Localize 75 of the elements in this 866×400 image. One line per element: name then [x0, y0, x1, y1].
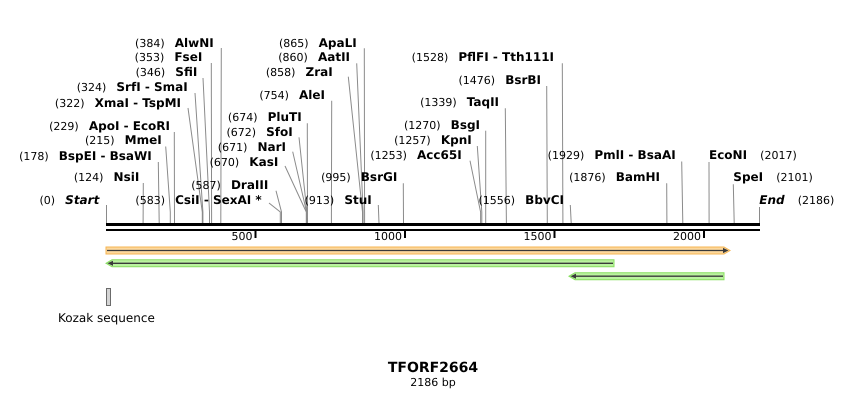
map-title: TFORF2664 — [388, 360, 478, 377]
leader-line — [202, 78, 210, 224]
cut-site-label: (124) NsiI — [74, 168, 140, 185]
leader-line — [348, 76, 363, 224]
leader-line — [210, 62, 212, 224]
cut-site-label: SpeI (2101) — [733, 169, 813, 186]
leader-line — [306, 122, 308, 224]
leader-line — [174, 132, 175, 224]
leader-line — [759, 206, 760, 224]
cut-site-label: (1556) BbvCI — [478, 192, 564, 208]
leader-line — [546, 86, 548, 224]
cut-site-label: (672) SfoI — [226, 124, 293, 140]
leader-line — [470, 160, 482, 224]
scale-label: 1500 — [524, 230, 552, 243]
scale-label: 2000 — [673, 230, 701, 243]
cut-site-label: (384) AlwNI — [135, 34, 214, 51]
leader-line — [158, 162, 160, 224]
leader-line — [276, 190, 282, 224]
leader-line — [298, 136, 308, 224]
leader-line — [666, 182, 668, 224]
scale-label: 500 — [232, 230, 252, 243]
leader-line — [570, 204, 572, 224]
leader-line — [188, 108, 203, 224]
leader-line — [268, 202, 281, 224]
leader-line — [476, 146, 482, 224]
cut-site-label: End (2186) — [759, 192, 834, 208]
scale-label: 1000 — [374, 230, 402, 243]
cut-site-label: (1257) KpnI — [394, 132, 472, 148]
cut-site-label: (322) XmaI - TspMI — [54, 94, 181, 111]
cut-site-label: (1253) Acc65I — [370, 147, 462, 163]
leader-line — [402, 182, 404, 224]
cut-site-label: (671) NarI — [218, 138, 286, 155]
leader-line — [142, 182, 144, 224]
cut-site-label: (215) MmeI — [84, 132, 162, 148]
cut-site-label: (0) Start — [39, 192, 100, 208]
cut-site-label: (1876) BamHI — [569, 169, 660, 186]
leader-line — [364, 48, 366, 224]
cut-site-label: (858) ZraI — [266, 64, 333, 80]
cut-site-label: EcoNI (2017) — [709, 147, 797, 163]
cut-site-label: (353) FseI — [134, 49, 202, 66]
cut-site-label: (670) KasI — [210, 154, 278, 170]
sequence-length: 2186 bp — [410, 376, 456, 390]
leader-line — [708, 162, 710, 224]
dna-backbone — [106, 223, 760, 231]
cut-site-label: (583) CsiI - SexAI * — [135, 192, 262, 208]
cut-site-label: (1929) PmlI - BsaAI — [548, 147, 676, 163]
leader-line — [504, 108, 507, 224]
cut-site-label: (324) SrfI - SmaI — [76, 79, 188, 96]
cut-site-label: (674) PluTI — [228, 109, 302, 126]
cut-site-label: (1339) TaqII — [420, 94, 500, 110]
leader-line — [106, 204, 107, 224]
leader-line — [485, 130, 486, 224]
cut-site-label: (178) BspEI - BsaWI — [19, 148, 152, 164]
cut-site-label: (229) ApoI - EcoRI — [49, 118, 170, 134]
leader-line — [194, 92, 204, 224]
feature-label: Kozak sequence — [58, 311, 155, 325]
cut-site-label: (865) ApaLI — [278, 34, 357, 51]
leader-line — [732, 184, 735, 224]
leader-line — [284, 166, 307, 224]
cut-site-label: (346) SfiI — [136, 64, 198, 80]
cut-site-label: (587) DraIII — [191, 177, 268, 194]
leader-line — [378, 204, 380, 224]
cut-site-label: (1270) BsgI — [404, 117, 480, 133]
cut-site-label: (754) AleI — [259, 87, 326, 103]
leader-line — [330, 100, 332, 224]
leader-line — [562, 62, 564, 224]
cut-site-label: (1476) BsrBI — [458, 72, 542, 88]
cut-site-label: (1528) PflFI - Tth111I — [412, 48, 554, 65]
cut-site-label: (860) AatII — [278, 50, 350, 65]
cut-site-label: (913) StuI — [304, 192, 372, 208]
leader-line — [220, 48, 222, 224]
cut-site-label: (995) BsrGI — [321, 168, 398, 185]
leader-line — [681, 161, 684, 224]
leader-line — [165, 146, 171, 224]
leader-line — [356, 62, 364, 224]
